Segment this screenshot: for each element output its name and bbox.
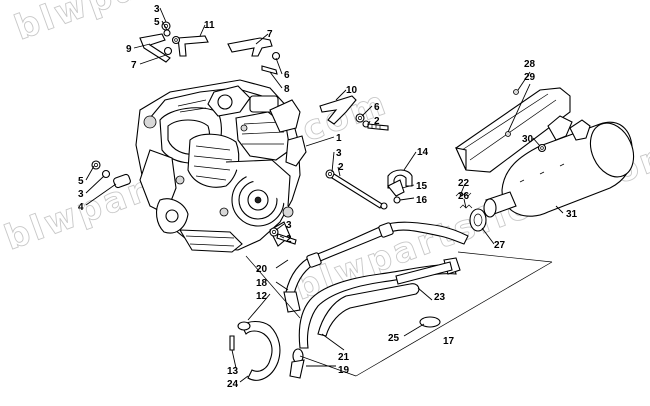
heat-shield-28	[455, 87, 571, 173]
left-side-hardware	[91, 160, 131, 189]
callout-21: 21	[338, 352, 350, 363]
callout-29: 29	[524, 72, 536, 83]
callout-13: 13	[227, 366, 239, 377]
callout-28: 28	[524, 59, 536, 70]
callout-8: 8	[284, 84, 290, 95]
callout-3-left: 3	[78, 189, 84, 200]
callout-2-mid-right: 2	[338, 162, 344, 173]
engine-mount-bracket-left	[139, 33, 171, 63]
callout-5-left: 5	[78, 176, 84, 187]
engine-mount-bracket-7	[227, 37, 273, 57]
callout-17: 17	[443, 336, 455, 347]
callout-labels: 3 5 9 7 11 7 6 8 10 6 2 1 3 2 14 15 16 5…	[78, 4, 578, 390]
callout-23: 23	[434, 292, 446, 303]
callout-31: 31	[566, 209, 578, 220]
right-side-hardware	[269, 169, 413, 245]
callout-12: 12	[256, 291, 268, 302]
callout-3-mid-right: 3	[336, 148, 342, 159]
callout-25: 25	[388, 333, 400, 344]
callout-20: 20	[256, 264, 268, 275]
callout-7-left: 7	[131, 60, 137, 71]
exhaust-gasket-27	[469, 208, 487, 232]
upper-brackets	[139, 21, 389, 131]
callout-3-top: 3	[154, 4, 160, 15]
callout-15: 15	[416, 181, 428, 192]
callout-5-top: 5	[154, 17, 160, 28]
muffler-31	[483, 115, 635, 218]
leader-lines	[85, 7, 564, 383]
callout-4: 4	[78, 202, 84, 213]
callout-6-right: 6	[374, 102, 380, 113]
callout-6-top: 6	[284, 70, 290, 81]
callout-26: 26	[458, 191, 470, 202]
callout-3-lower: 3	[286, 220, 292, 231]
callout-11: 11	[204, 20, 215, 31]
engine-mount-bracket-11	[177, 35, 209, 57]
callout-30: 30	[522, 134, 534, 145]
callout-19: 19	[338, 365, 350, 376]
callout-2-lower: 2	[286, 234, 292, 245]
callout-1: 1	[336, 133, 342, 144]
callout-24: 24	[227, 379, 239, 390]
callout-27: 27	[494, 240, 506, 251]
callout-14: 14	[417, 147, 429, 158]
callout-7-right: 7	[267, 29, 273, 40]
callout-2-top-right: 2	[374, 116, 380, 127]
callout-18: 18	[256, 278, 268, 289]
callout-16: 16	[416, 195, 428, 206]
callout-9: 9	[126, 44, 132, 55]
callout-10: 10	[346, 85, 358, 96]
engine-assembly	[135, 79, 307, 253]
exhaust-pipes	[229, 221, 469, 381]
callout-22: 22	[458, 178, 470, 189]
